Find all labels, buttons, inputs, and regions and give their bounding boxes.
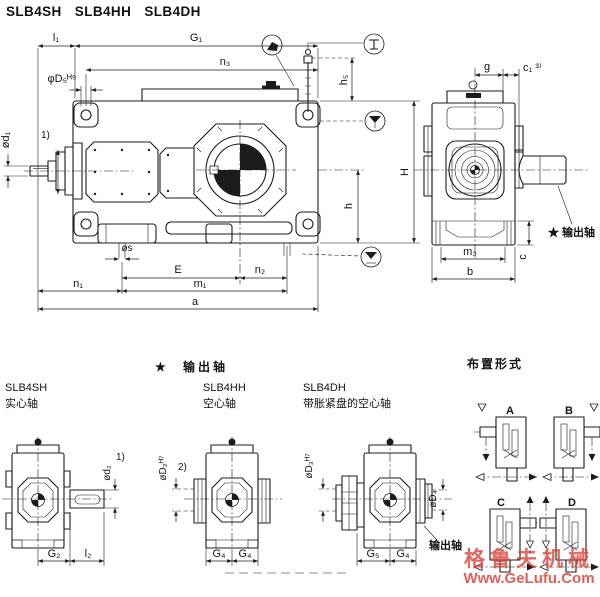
front-view-dimensions: l₁ G₁ n₃ φD₅ᴴ⁹ ød₁ 1) — [0, 32, 420, 312]
variant-slb4sh-view: ød₂ 1) G₂ l₂ — [2, 437, 125, 566]
open-left-arrow-icon — [475, 473, 485, 481]
vertical-direction-arrows — [526, 496, 550, 554]
dim-d1-label: ød₁ — [0, 131, 12, 148]
dim-n1-label: n₁ — [73, 278, 83, 290]
output-shaft-label: ★ 输出轴 — [548, 225, 595, 239]
dim-s-label: øs — [121, 243, 132, 254]
arrangements-heading: 布置形式 — [467, 356, 523, 371]
arrangements: 布置形式 A B — [467, 356, 600, 573]
dim-n3-label: n₃ — [220, 56, 231, 68]
dim-G4b-label: G₄ — [238, 548, 252, 560]
hollow-shaft-cover-right — [257, 478, 271, 524]
section-heading: 输出轴 — [183, 359, 228, 374]
dim-h-label: h — [343, 203, 355, 209]
variant-slb4dh-view: øD₃ᴴ⁷ øD₄ 输出轴 G₅ G₄ — [304, 437, 462, 566]
variant3-type: 带胀紧盘的空心轴 — [303, 396, 391, 410]
right-arrow-icon — [527, 563, 535, 571]
side-view-dimensions: g c₁ ³⁾ m₃ b c ★ 输出轴 — [431, 61, 595, 283]
variant2-type: 空心轴 — [203, 396, 236, 410]
arrangement-B: B — [542, 403, 600, 482]
dim-l2-label: l₂ — [85, 548, 92, 560]
variant-slb4hh-view: øD₂ᴴ⁷ 2) G₄ G₄ — [158, 437, 282, 566]
page-title: SLB4SH SLB4HH SLB4DH — [6, 4, 201, 19]
side-view: g c₁ ³⁾ m₃ b c ★ 输出轴 — [414, 61, 595, 283]
dim-D2-footnote: 2) — [178, 462, 187, 473]
right-arrow-icon — [529, 473, 537, 481]
triangle-marker-icon — [477, 403, 487, 412]
shrink-disk — [335, 475, 365, 531]
hollow-shaft-cover-left — [193, 478, 207, 524]
up-arrow-icon — [542, 496, 550, 503]
dim-l1-label: l₁ — [53, 32, 59, 44]
base-feet — [97, 221, 293, 258]
dim-D4-label: øD₄ — [428, 490, 439, 507]
arrangement-A-label: A — [506, 405, 514, 417]
variant1-model: SLB4SH — [5, 382, 47, 394]
right-arrow-icon — [591, 563, 599, 571]
side-feet — [432, 220, 515, 245]
dim-D2-label: øD₂ᴴ⁷ — [158, 455, 169, 480]
variant1-dimensions: ød₂ 1) G₂ l₂ — [37, 452, 125, 566]
dim-d2-label: ød₂ — [102, 465, 113, 481]
top-cover — [141, 88, 299, 102]
dim-c-label: c — [517, 254, 529, 260]
variant3-shaft-label: 输出轴 — [429, 538, 462, 552]
arrangement-D: D — [539, 497, 599, 573]
eye-bolt — [468, 80, 478, 90]
variant2-model: SLB4HH — [203, 382, 246, 394]
lubrication-symbols — [261, 33, 386, 268]
variant2-dimensions: øD₂ᴴ⁷ 2) G₄ G₄ — [158, 455, 259, 566]
dim-d2-footnote: 1) — [116, 452, 125, 463]
dim-m1-label: m₁ — [194, 278, 207, 290]
dim-c1-label: c₁ ³⁾ — [523, 62, 542, 74]
down-arrow-icon — [588, 454, 596, 461]
variant3-model: SLB4DH — [303, 382, 346, 394]
front-view: l₁ G₁ n₃ φD₅ᴴ⁹ ød₁ 1) — [0, 32, 420, 312]
open-left-arrow-icon — [473, 563, 483, 571]
oil-fill-plug — [262, 85, 280, 89]
arrangement-C: C — [473, 497, 540, 573]
dim-E-label: E — [174, 264, 181, 276]
output-shaft-section: ★ 输出轴 SLB4SH 实心轴 SLB4HH 空心轴 SLB4DH 带胀紧盘的… — [5, 359, 391, 410]
center-mark — [240, 144, 266, 170]
dim-b-label: b — [467, 266, 473, 278]
arrangement-C-label: C — [497, 497, 505, 509]
variant3-dimensions: øD₃ᴴ⁷ øD₄ 输出轴 G₅ G₄ — [304, 453, 462, 566]
dim-d1-footnote: 1) — [41, 130, 50, 141]
open-left-arrow-icon — [539, 563, 549, 571]
dim-G2-label: G₂ — [48, 548, 61, 560]
dim-H-label: H — [399, 168, 411, 176]
arrangement-D-label: D — [568, 497, 576, 509]
open-left-arrow-icon — [542, 473, 552, 481]
dim-D3-label: øD₃ᴴ⁷ — [304, 453, 315, 479]
dim-G4-label: G₄ — [396, 548, 410, 560]
up-arrow-icon — [526, 496, 534, 503]
variant1-type: 实心轴 — [5, 396, 38, 410]
right-arrow-icon — [591, 473, 599, 481]
triangle-marker-icon — [589, 403, 599, 412]
dim-g-label: g — [484, 61, 490, 73]
dim-m3-label: m₃ — [463, 246, 477, 258]
section-marker: ★ — [155, 360, 166, 374]
open-down-arrow-icon — [526, 540, 534, 549]
down-arrow-icon — [482, 454, 490, 461]
dim-G1-label: G₁ — [190, 32, 203, 44]
arrangement-B-label: B — [565, 405, 573, 417]
dim-h5-label: h₅ — [338, 75, 350, 86]
dim-G5-label: G₅ — [367, 548, 380, 560]
arrangement-A: A — [474, 403, 537, 482]
open-down-arrow-icon — [542, 540, 550, 549]
dim-a-label: a — [192, 296, 199, 308]
dim-n2-label: n₂ — [255, 264, 265, 276]
dim-D5-label: φD₅ᴴ⁹ — [48, 73, 77, 85]
dim-G4a-label: G₄ — [212, 548, 226, 560]
